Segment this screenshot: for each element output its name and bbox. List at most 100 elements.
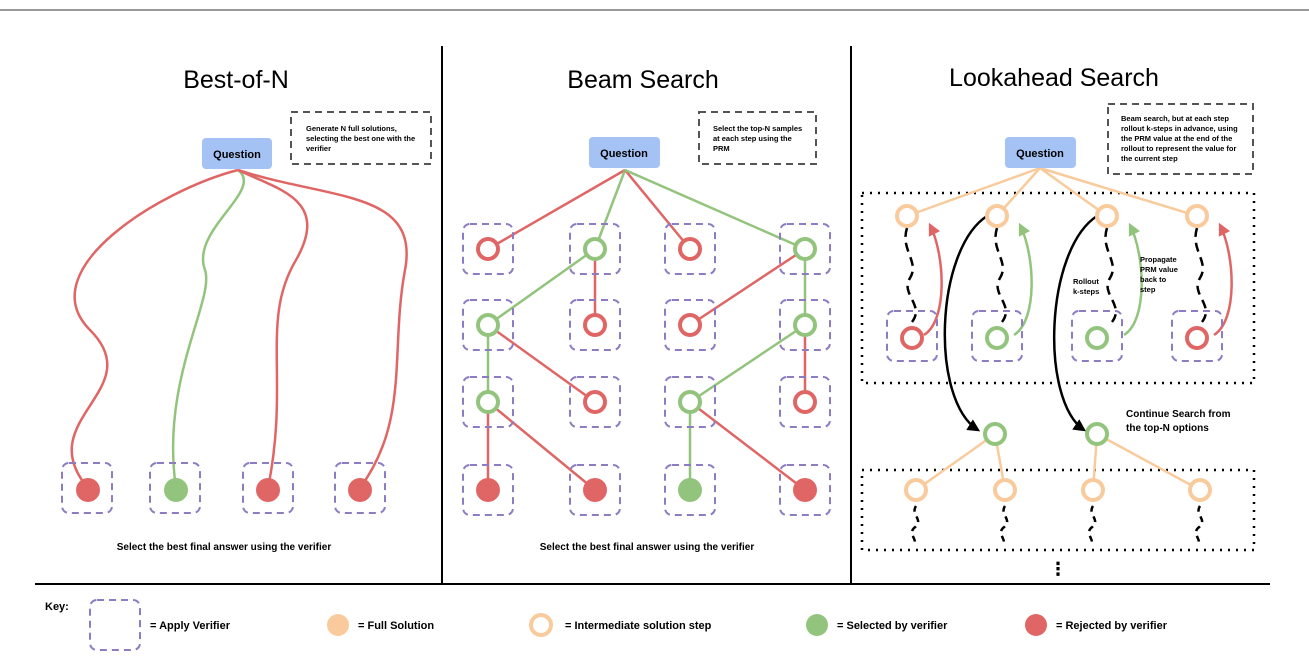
- verifier-box: [569, 464, 621, 516]
- continue-arrow: [1052, 214, 1098, 432]
- panel-best-of-n: Best-of-N Generate N full solutions, sel…: [61, 66, 432, 553]
- final-answer-selected: [164, 478, 188, 502]
- verifier-box: [664, 223, 716, 275]
- legend: Key: = Apply Verifier = Full Solution = …: [45, 599, 1168, 651]
- final-answer-rejected: [476, 478, 500, 502]
- verifier-box: [462, 223, 514, 275]
- final-answer-selected: [678, 478, 702, 502]
- question-node: [1005, 137, 1076, 168]
- next-step-region: [860, 468, 1256, 552]
- verifier-box: [1071, 310, 1123, 362]
- propagate-arrow-green: [1123, 222, 1143, 337]
- panel-title: Beam Search: [567, 66, 718, 94]
- verifier-box: [462, 299, 514, 351]
- panel-caption: Select the best final answer using the v…: [117, 542, 332, 553]
- note-text: Beam search, but at each step rollout k-…: [1121, 114, 1240, 163]
- note-box: [698, 111, 817, 165]
- note-box: [1107, 103, 1254, 175]
- solution-path-rejected: [237, 168, 309, 489]
- step-selected: [476, 313, 500, 337]
- intermediate-step: [904, 478, 928, 502]
- propagate-label: Propagate PRM value back to step: [1140, 255, 1180, 294]
- rollout-end-selected: [985, 326, 1009, 350]
- question-node: [202, 138, 272, 169]
- continue-arrow: [943, 214, 988, 432]
- step-rejected: [793, 390, 817, 414]
- legend-label-apply-verifier: = Apply Verifier: [150, 620, 231, 632]
- question-label: Question: [213, 149, 261, 161]
- rollout-end-rejected: [900, 326, 924, 350]
- verifier-box: [569, 223, 621, 275]
- verifier-box: [149, 462, 201, 514]
- verifier-box: [569, 299, 621, 351]
- verifier-box: [779, 299, 831, 351]
- final-answer-rejected: [348, 478, 372, 502]
- rollout-end-nodes: [900, 326, 1209, 350]
- step-rejected: [583, 390, 607, 414]
- next-step-nodes: [904, 478, 1212, 502]
- rollout-end-rejected: [1185, 326, 1209, 350]
- verifier-box: [462, 376, 514, 428]
- step-rejected: [476, 237, 500, 261]
- intermediate-step: [985, 204, 1009, 228]
- legend-label-rejected: = Rejected by verifier: [1056, 620, 1168, 632]
- top-n-step-selected: [1085, 422, 1109, 446]
- verifier-box: [664, 464, 716, 516]
- intermediate-step: [1188, 478, 1212, 502]
- continue-label: Continue Search from the top-N options: [1126, 409, 1233, 434]
- solution-path-rejected: [237, 168, 408, 489]
- legend-label-full-solution: = Full Solution: [358, 620, 434, 632]
- next-rollout-paths: [910, 505, 1204, 546]
- intermediate-step: [993, 478, 1017, 502]
- intermediate-step: [1185, 204, 1209, 228]
- legend-label-intermediate-step: = Intermediate solution step: [565, 620, 712, 632]
- top-n-step-selected: [983, 422, 1007, 446]
- verifier-box: [779, 376, 831, 428]
- rollout-paths: [904, 227, 1208, 323]
- beam-nodes: [476, 237, 817, 502]
- intermediate-step: [1081, 478, 1105, 502]
- question-node: [589, 137, 660, 168]
- step-selected: [476, 390, 500, 414]
- solution-path-selected: [171, 168, 246, 489]
- beam-verifier-boxes: [462, 223, 831, 516]
- final-answer-rejected: [76, 478, 100, 502]
- next-step-edges: [915, 432, 1201, 492]
- verifier-box: [1171, 310, 1223, 362]
- legend-label-selected: = Selected by verifier: [837, 620, 948, 632]
- propagate-arrow-green: [1013, 222, 1033, 337]
- legend-swatch-intermediate-step: [529, 613, 553, 637]
- rollout-end-selected: [1085, 326, 1109, 350]
- legend-swatch-verifier-box: [89, 599, 141, 651]
- legend-swatch-full-solution: [327, 614, 349, 636]
- first-step-nodes: [895, 204, 1209, 228]
- note-text: Select the top-N samples at each step us…: [713, 124, 804, 153]
- panel-caption: Select the best final answer using the v…: [540, 542, 755, 553]
- intermediate-step: [1095, 204, 1119, 228]
- beam-edges: [486, 168, 807, 491]
- step-selected: [793, 313, 817, 337]
- panel-beam-search: Beam Search Select the top-N samples at …: [462, 66, 831, 553]
- final-answer-rejected: [583, 478, 607, 502]
- ellipsis-continue: ⋮: [1049, 559, 1067, 579]
- step-selected: [583, 237, 607, 261]
- final-answer-rejected: [256, 478, 280, 502]
- legend-swatch-selected: [806, 614, 828, 636]
- verifier-box: [664, 299, 716, 351]
- lookahead-verifier-boxes: [886, 310, 1223, 362]
- legend-title: Key:: [45, 601, 69, 613]
- question-label: Question: [1016, 148, 1064, 160]
- verifier-box: [971, 310, 1023, 362]
- panel-title: Lookahead Search: [949, 64, 1159, 92]
- legend-swatch-rejected: [1025, 614, 1047, 636]
- note-text: Generate N full solutions, selecting the…: [306, 124, 417, 153]
- propagate-arrow-red: [1213, 222, 1233, 337]
- question-label: Question: [600, 148, 648, 160]
- step-selected: [678, 390, 702, 414]
- verifier-box: [462, 464, 514, 516]
- step-rejected: [678, 313, 702, 337]
- verifier-box: [664, 376, 716, 428]
- verifier-box: [242, 462, 294, 514]
- verifier-box: [779, 223, 831, 275]
- verifier-box: [779, 464, 831, 516]
